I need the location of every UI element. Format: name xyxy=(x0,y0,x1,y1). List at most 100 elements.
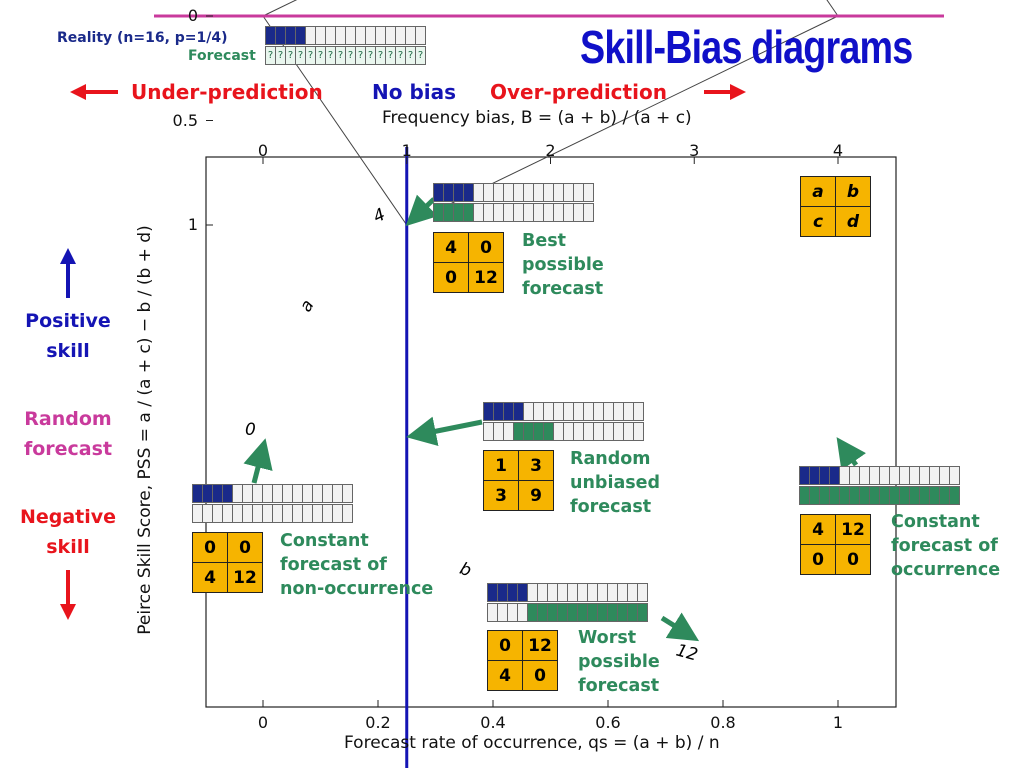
label-line: Constant xyxy=(280,531,369,551)
table-cell: 0 xyxy=(800,544,836,575)
left-tick-label: 0 xyxy=(187,6,198,25)
negative-skill-line2: skill xyxy=(46,536,90,558)
label-line: unbiased xyxy=(570,473,661,493)
label-line: forecast xyxy=(522,279,604,299)
occ-reality-row xyxy=(799,466,960,485)
cell xyxy=(342,484,353,503)
top-tick-label: 2 xyxy=(545,141,556,160)
cell: ? xyxy=(415,46,426,65)
forecast-legend-label: Forecast xyxy=(188,48,256,64)
left-tick-label: 0.5 xyxy=(172,110,198,130)
top-axis-title: Frequency bias, B = (a + b) / (a + c) xyxy=(382,108,692,128)
occ-label: Constant forecast of occurrence xyxy=(891,510,1000,582)
cell xyxy=(415,26,426,45)
label-line: forecast xyxy=(578,676,660,696)
table-cell: 4 xyxy=(800,514,836,545)
label-line: Random xyxy=(570,449,651,469)
positive-skill-arrow xyxy=(60,248,76,298)
table-cell: 4 xyxy=(487,660,523,691)
label-line: non-occurrence xyxy=(280,579,434,599)
top-tick-label: 0 xyxy=(257,141,269,160)
bottom-tick-label: 0.8 xyxy=(710,713,736,732)
table-cell: 0 xyxy=(227,532,263,563)
legend-reality-row xyxy=(265,26,426,45)
label-line: forecast of xyxy=(280,555,387,575)
nonocc-label: Constant forecast of non-occurrence xyxy=(280,529,433,601)
worst-reality-row xyxy=(487,583,648,602)
positive-skill-line1: Positive xyxy=(25,310,111,332)
label-line: forecast of xyxy=(891,536,998,556)
worst-forecast-row xyxy=(487,603,648,622)
worst-forecast-pointer xyxy=(660,612,700,642)
table-cell: 3 xyxy=(483,480,519,511)
negative-skill-arrow xyxy=(60,570,76,620)
table-cell: 12 xyxy=(468,262,504,293)
key-cell-c: c xyxy=(800,206,836,237)
cell xyxy=(633,422,644,441)
table-cell: 0 xyxy=(468,232,504,263)
over-prediction-arrow xyxy=(704,84,746,100)
left-axis-title: Peirce Skill Score, PSS = a / (a + c) − … xyxy=(135,225,155,635)
label-line: occurrence xyxy=(891,560,1001,580)
table-cell: 0 xyxy=(433,262,469,293)
random-forecast-line2: forecast xyxy=(23,438,113,460)
label-line: possible xyxy=(578,652,660,672)
bottom-tick-label: 1 xyxy=(832,713,844,732)
cell xyxy=(949,486,960,505)
over-prediction-label: Over-prediction xyxy=(490,80,667,104)
table-cell: 0 xyxy=(522,660,558,691)
label-line: Best xyxy=(522,231,566,251)
random-forecast-line1: Random xyxy=(24,408,112,430)
table-cell: 12 xyxy=(522,630,558,661)
legend-forecast-row: ???????????????? xyxy=(265,46,426,65)
random-reality-row xyxy=(483,402,644,421)
random-forecast-case-label: Random unbiased forecast xyxy=(570,447,660,519)
bottom-tick-label: 0.2 xyxy=(365,713,391,732)
best-forecast-pointer xyxy=(405,194,438,227)
positive-skill-line2: skill xyxy=(46,340,90,362)
reality-legend-label: Reality (n=16, p=1/4) xyxy=(57,30,228,46)
top-tick-label: 1 xyxy=(401,141,412,160)
label-line: possible xyxy=(522,255,604,275)
vertex-label-left: 0 xyxy=(245,420,256,440)
cell xyxy=(342,504,353,523)
left-tick-label: 1 xyxy=(187,215,198,234)
best-forecast-row xyxy=(433,203,594,222)
best-forecast-label: Best possible forecast xyxy=(522,229,604,301)
no-bias-label: No bias xyxy=(372,80,457,104)
cell xyxy=(637,583,648,602)
negative-skill-label: Negative skill xyxy=(12,502,124,562)
bottom-axis-title: Forecast rate of occurrence, qs = (a + b… xyxy=(344,733,720,753)
table-cell: 0 xyxy=(835,544,871,575)
positive-skill-label: Positive skill xyxy=(18,306,118,366)
cell xyxy=(633,402,644,421)
random-forecast-side-label: Random forecast xyxy=(14,404,122,464)
nonocc-reality-row xyxy=(192,484,353,503)
bottom-tick-label: 0.6 xyxy=(595,713,621,732)
table-cell: 0 xyxy=(192,532,228,563)
cell xyxy=(637,603,648,622)
cell xyxy=(583,203,594,222)
worst-label: Worst possible forecast xyxy=(578,626,660,698)
table-cell: 4 xyxy=(192,562,228,593)
label-line: Constant xyxy=(891,512,980,532)
bottom-tick-label: 0.4 xyxy=(480,713,506,732)
table-cell: 4 xyxy=(433,232,469,263)
page-title: Skill-Bias diagrams xyxy=(580,21,913,73)
key-cell-d: d xyxy=(835,206,871,237)
label-line: forecast xyxy=(570,497,652,517)
table-cell: 1 xyxy=(483,450,519,481)
table-cell: 3 xyxy=(518,450,554,481)
non-occurrence-pointer xyxy=(243,438,273,484)
table-cell: 12 xyxy=(227,562,263,593)
table-cell: 0 xyxy=(487,630,523,661)
top-tick-label: 3 xyxy=(689,141,700,160)
best-reality-row xyxy=(433,183,594,202)
top-tick-label: 4 xyxy=(832,141,844,160)
